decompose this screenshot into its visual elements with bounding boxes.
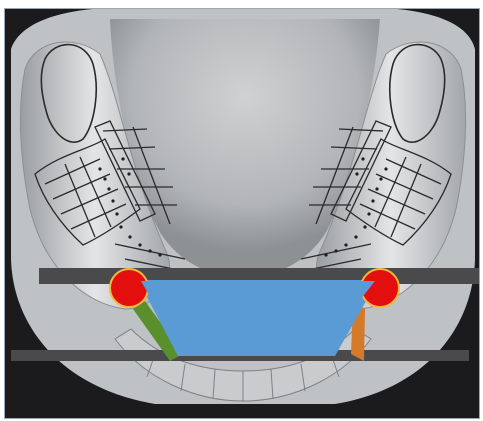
cast-diagram-svg	[5, 9, 480, 419]
dental-cast-photo	[4, 8, 480, 419]
red-circle-icon	[110, 269, 148, 307]
trapezoid-overlap	[141, 281, 375, 309]
